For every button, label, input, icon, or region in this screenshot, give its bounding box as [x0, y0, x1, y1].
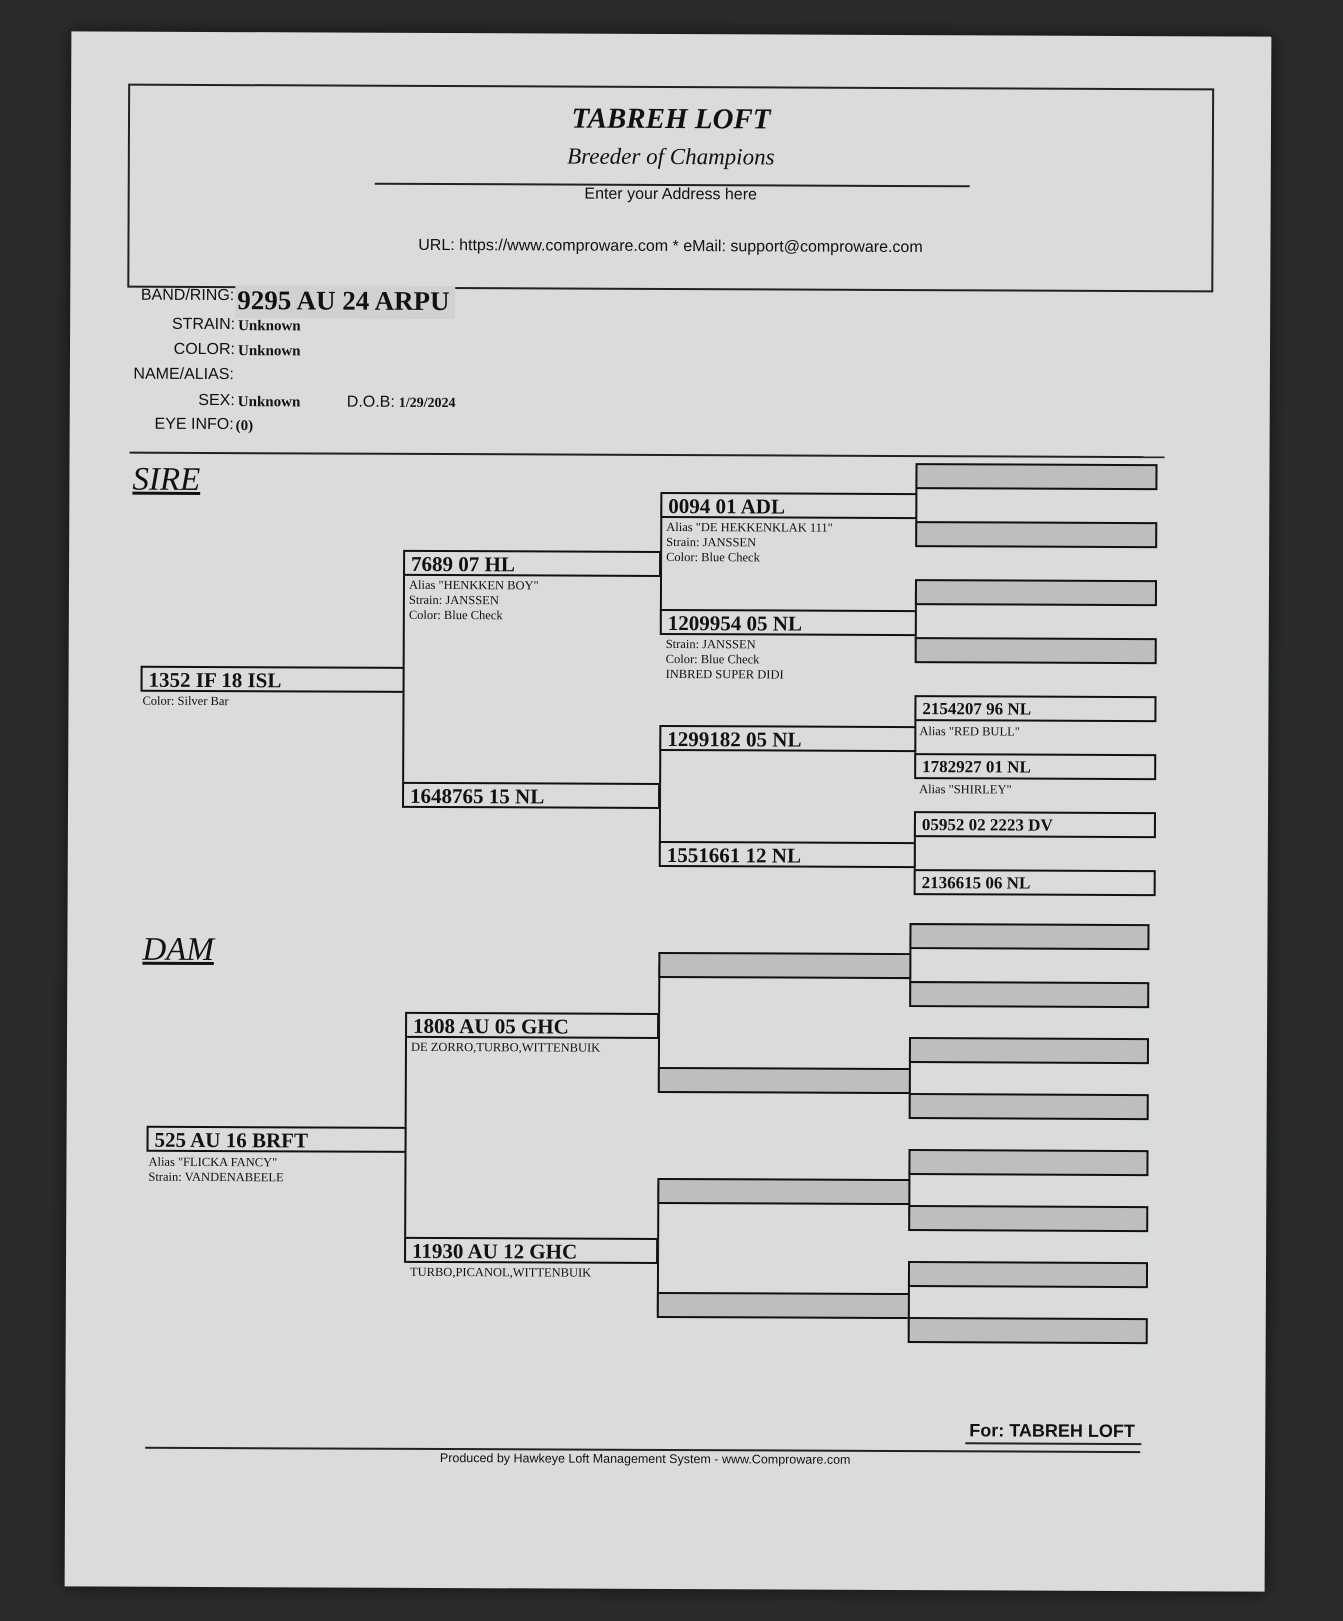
dam-fm-empty	[657, 1066, 911, 1095]
header-box: TABREH LOFT Breeder of Champions Enter y…	[127, 83, 1215, 293]
sire-mm-band: 1551661 12 NL	[658, 840, 916, 869]
sire-mother-band: 1648765 15 NL	[402, 781, 661, 809]
dob-label: D.O.B:	[346, 393, 395, 411]
dam-heading: DAM	[142, 931, 214, 969]
band-label: BAND/RING:	[140, 286, 235, 305]
for-loft: For: TABREH LOFT	[965, 1420, 1141, 1446]
sire-ff-info: Alias "DE HEKKENKLAK 111" Strain: JANSSE…	[666, 519, 833, 565]
sire-mff-band: 2154207 96 NL	[914, 695, 1157, 723]
pedigree-sheet: TABREH LOFT Breeder of Champions Enter y…	[64, 31, 1272, 1592]
sire-mmf-band: 05952 02 2223 DV	[913, 811, 1157, 839]
dam-mother-band: 11930 AU 12 GHC	[404, 1236, 659, 1264]
address: Enter your Address here	[584, 185, 757, 204]
sire-band: 1352 IF 18 ISL	[140, 665, 405, 693]
dam-g4-empty-7	[907, 1261, 1149, 1289]
dam-g4-empty-6	[908, 1205, 1149, 1233]
sire-father-info: Alias "HENKKEN BOY" Strain: JANSSEN Colo…	[408, 577, 539, 623]
sire-ffm-empty	[915, 521, 1158, 549]
dam-father-band: 1808 AU 05 GHC	[405, 1011, 660, 1039]
tagline: Breeder of Champions	[567, 143, 775, 170]
sire-fmm-empty	[914, 637, 1157, 665]
sire-info: Color: Silver Bar	[142, 693, 229, 709]
dam-mf-empty	[657, 1177, 911, 1206]
sex-value: Unknown	[237, 394, 301, 411]
dam-g4-empty-3	[908, 1037, 1150, 1065]
sire-fm-info: Strain: JANSSEN Color: Blue Check INBRED…	[665, 636, 784, 682]
name-alias-label: NAME/ALIAS:	[133, 365, 234, 384]
sire-fff-empty	[915, 463, 1158, 491]
sire-mfm-info: Alias "SHIRLEY"	[919, 782, 1012, 797]
sire-ff-band: 0094 01 ADL	[660, 491, 918, 520]
dam-ff-empty	[658, 951, 912, 980]
dam-g4-empty-1	[909, 923, 1150, 951]
color-value: Unknown	[237, 343, 301, 360]
dob-value: 1/29/2024	[398, 395, 456, 412]
url-email-line: URL: https://www.comproware.com * eMail:…	[418, 236, 923, 257]
dam-band: 525 AU 16 BRFT	[146, 1125, 407, 1153]
dam-g4-empty-8	[907, 1317, 1148, 1345]
sire-mf-band: 1299182 05 NL	[659, 724, 917, 753]
dam-g4-empty-4	[908, 1093, 1149, 1121]
band-value: 9295 AU 24 ARPU	[235, 285, 456, 320]
sire-father-band: 7689 07 HL	[403, 549, 662, 577]
loft-name: TABREH LOFT	[571, 102, 771, 136]
eye-info-value: (0)	[235, 418, 254, 435]
details-divider	[129, 451, 1165, 459]
sire-mmm-band: 2136615 06 NL	[913, 869, 1156, 897]
sire-fm-band: 1209954 05 NL	[659, 608, 917, 637]
dam-g4-empty-2	[909, 981, 1150, 1009]
sire-mff-info: Alias "RED BULL"	[919, 724, 1020, 739]
dam-g4-empty-5	[908, 1149, 1149, 1177]
strain-label: STRAIN:	[171, 315, 236, 334]
eye-info-label: EYE INFO:	[154, 415, 234, 434]
sire-fmf-empty	[914, 579, 1158, 607]
color-label: COLOR:	[173, 340, 236, 359]
sex-label: SEX:	[198, 391, 235, 410]
dam-father-info: DE ZORRO,TURBO,WITTENBUIK	[410, 1039, 601, 1055]
sire-heading: SIRE	[132, 461, 201, 498]
dam-mm-empty	[656, 1291, 910, 1320]
dam-info: Alias "FLICKA FANCY" Strain: VANDENABEEL…	[148, 1154, 284, 1185]
dam-mother-info: TURBO,PICANOL,WITTENBUIK	[409, 1264, 592, 1280]
strain-value: Unknown	[238, 318, 301, 335]
sire-mfm-band: 1782927 01 NL	[914, 753, 1157, 781]
